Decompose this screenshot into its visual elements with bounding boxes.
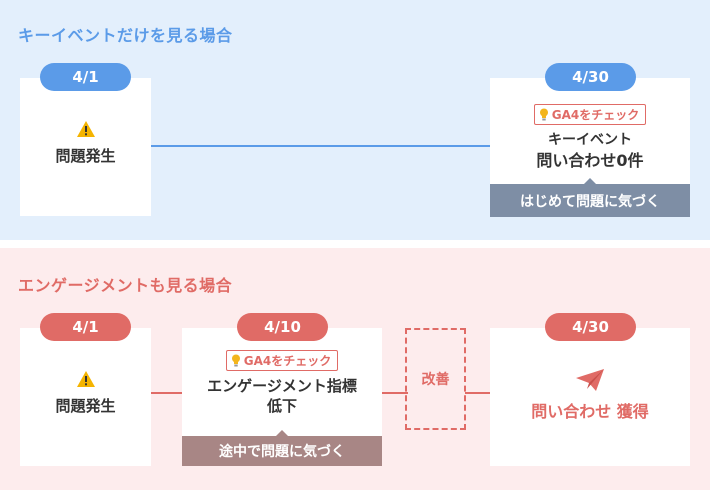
start-card: 問題発生 bbox=[20, 78, 151, 216]
warning-icon bbox=[76, 121, 95, 137]
discovery-bar-label: はじめて問題に気づく bbox=[520, 193, 660, 210]
end-date-badge: 4/30 bbox=[545, 63, 636, 91]
timeline-connector bbox=[150, 145, 490, 147]
goal-date-badge: 4/30 bbox=[545, 313, 636, 341]
decline-label: 低下 bbox=[266, 397, 297, 415]
zero-inquiries-label: 問い合わせ0件 bbox=[536, 151, 644, 170]
paper-plane-icon bbox=[576, 369, 604, 391]
ga4-check-tag: GA4をチェック bbox=[533, 104, 647, 125]
ga4-check-tag: GA4をチェック bbox=[225, 350, 339, 371]
engagement-section: エンゲージメントも見る場合 問題発生 4/1 GA4をチェック bbox=[0, 248, 710, 490]
timeline-connector bbox=[150, 392, 183, 394]
midway-discovery-bar-label: 途中で問題に気づく bbox=[219, 444, 345, 460]
key-event-only-section: キーイベントだけを見る場合 問題発生 4/1 GA4をチェック キ bbox=[0, 0, 710, 240]
lightbulb-icon bbox=[231, 354, 240, 367]
start-label: 問題発生 bbox=[55, 147, 116, 165]
middle-date-badge: 4/10 bbox=[237, 313, 328, 341]
start-label: 問題発生 bbox=[55, 397, 116, 415]
midway-discovery-bar: 途中で問題に気づく bbox=[182, 430, 382, 466]
timeline-connector bbox=[382, 392, 408, 394]
start-date-badge: 4/1 bbox=[40, 313, 131, 341]
key-event-label: キーイベント bbox=[548, 132, 632, 148]
ga4-check-label: GA4をチェック bbox=[551, 108, 640, 122]
middle-card: GA4をチェック エンゲージメント指標 低下 途中で問題に気づく bbox=[182, 328, 382, 466]
lightbulb-icon bbox=[539, 108, 548, 121]
timeline-connector bbox=[465, 392, 491, 394]
start-date-badge: 4/1 bbox=[40, 63, 131, 91]
discovery-bar: はじめて問題に気づく bbox=[490, 178, 690, 217]
section-title: エンゲージメントも見る場合 bbox=[18, 276, 233, 295]
section-title: キーイベントだけを見る場合 bbox=[18, 26, 233, 45]
end-card: GA4をチェック キーイベント 問い合わせ0件 はじめて問題に気づく bbox=[490, 78, 690, 217]
goal-label: 問い合わせ 獲得 bbox=[531, 402, 649, 421]
ga4-check-label: GA4をチェック bbox=[243, 354, 332, 368]
bar-notch bbox=[584, 178, 596, 184]
engagement-metric-label: エンゲージメント指標 bbox=[207, 377, 357, 395]
start-card: 問題発生 bbox=[20, 328, 151, 466]
improvement-label: 改善 bbox=[421, 372, 450, 388]
bar-notch bbox=[276, 430, 288, 436]
warning-icon bbox=[76, 371, 95, 387]
goal-card: 問い合わせ 獲得 bbox=[490, 328, 690, 466]
improvement-box: 改善 bbox=[405, 328, 466, 430]
